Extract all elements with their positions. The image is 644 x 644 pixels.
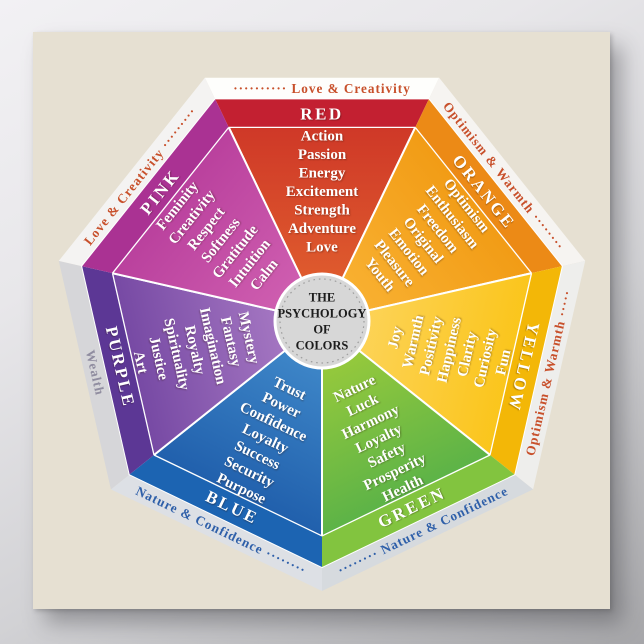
word-yellow-6: Fun (493, 347, 514, 376)
band-divider-blue (153, 454, 323, 537)
center-title: THE PSYCHOLOGY OF COLORS (278, 291, 367, 353)
word-red-2: Energy (299, 166, 346, 182)
rim-facet-orange (428, 77, 586, 267)
center-dotted-ring (279, 278, 365, 364)
rim-facet-blue (110, 474, 322, 591)
word-red-1: Passion (298, 147, 347, 163)
band-divider-green (321, 454, 491, 537)
rim-layer (58, 77, 586, 591)
rim-label-red: ·········· Love & Creativity (233, 81, 411, 96)
word-red-4: Strength (294, 203, 350, 219)
band-label-red: RED (300, 105, 343, 124)
rim-facet-green (322, 474, 534, 591)
band-green (322, 454, 515, 567)
rim-facet-purple (58, 260, 130, 490)
center-circle (273, 272, 371, 370)
word-red-0: Action (301, 129, 344, 145)
rim-facet-yellow (514, 260, 586, 490)
band-blue (129, 454, 322, 567)
band-orange (415, 99, 562, 274)
word-red-5: Adventure (288, 221, 356, 237)
rim-facet-pink (58, 77, 216, 267)
band-divider-orange (414, 126, 533, 274)
center-title-line-2: OF (313, 323, 331, 337)
word-red-3: Excitement (286, 184, 358, 200)
center-title-line-0: THE (309, 291, 335, 305)
band-divider-pink (111, 126, 230, 274)
word-purple-6: Art (130, 350, 151, 375)
band-pink (82, 99, 229, 274)
band-purple (82, 266, 154, 475)
band-layer (82, 99, 562, 567)
center-title-line-3: COLORS (296, 339, 349, 353)
rim-facet-red (204, 77, 440, 100)
band-red (215, 99, 429, 128)
band-divider-yellow (489, 273, 533, 456)
word-yellow-0: Joy (385, 325, 406, 351)
words-pink: FeminityCreativityRespectSoftnessGratitu… (151, 175, 291, 305)
band-yellow (490, 266, 562, 475)
word-red-6: Love (306, 240, 338, 256)
band-divider-purple (111, 273, 155, 456)
center-title-line-1: PSYCHOLOGY (278, 307, 367, 321)
